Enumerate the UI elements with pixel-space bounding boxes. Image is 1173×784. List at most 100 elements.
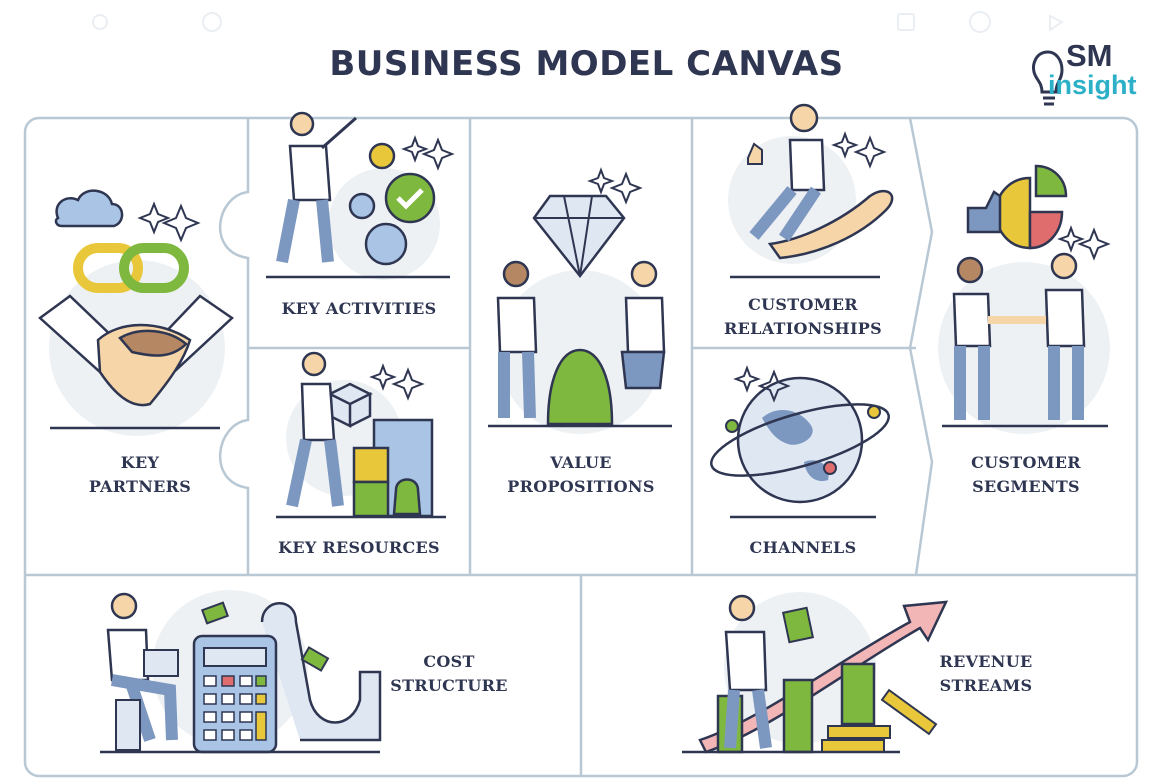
customer-segments-label-line1: CUSTOMER (971, 453, 1081, 472)
carrier-shirt (300, 382, 336, 442)
stool (115, 699, 141, 751)
key-resources-label: KEY RESOURCES (278, 538, 440, 557)
key-partners-label-line2: PARTNERS (88, 477, 192, 496)
customer-head (789, 103, 819, 133)
client-left-shirt (952, 292, 992, 348)
cost-structure-label: COST STRUCTURE (384, 650, 514, 698)
video-overlay-icons (92, 11, 1064, 33)
person-left-head (502, 260, 530, 288)
stack-green (352, 480, 390, 518)
sparkle-icon-2 (161, 203, 201, 243)
revenue-streams-label-line1: REVENUE (939, 652, 1033, 671)
calculator-keys (203, 675, 267, 741)
logo-text-insight: insight (1048, 70, 1137, 100)
banknote-icon (200, 601, 230, 625)
cloud-icon (54, 189, 124, 228)
puzzle-edge (219, 118, 250, 575)
handshake-hand-dark (118, 329, 188, 357)
key-activities-label: KEY ACTIVITIES (281, 299, 437, 318)
sparkle-icon (137, 201, 171, 235)
channels-illustration (710, 365, 890, 519)
client-right-head (1050, 252, 1078, 280)
person-left-shirt (496, 296, 538, 354)
sparkle-icon-2 (853, 135, 887, 169)
channels-label: CHANNELS (749, 538, 857, 557)
earner-head (728, 594, 756, 622)
cost-structure-label-line2: STRUCTURE (390, 676, 508, 695)
money-bag-icon (392, 478, 422, 516)
cost-structure-illustration (100, 590, 382, 754)
canvas-grid (23, 116, 1139, 778)
sparkle-icon-2 (757, 369, 791, 403)
customer-relationships-label-line1: CUSTOMER (748, 295, 858, 314)
laptop-icon (143, 649, 179, 677)
thumbs-up-icon (966, 190, 1002, 234)
value-propositions-label-line2: PROPOSITIONS (507, 477, 655, 496)
customer-relationships-label: CUSTOMER RELATIONSHIPS (696, 293, 910, 341)
sparkle-icon-2 (391, 367, 425, 401)
person-right-shirt (624, 296, 666, 354)
lightbulb-icon (1032, 50, 1064, 106)
value-propositions-illustration (488, 167, 672, 434)
plant-icon (546, 348, 614, 426)
customer-relationships-illustration (728, 103, 894, 279)
customer-segments-illustration (938, 164, 1111, 434)
revenue-streams-label-line2: STREAMS (939, 676, 1033, 695)
receipt-icon (260, 602, 382, 742)
customer-shirt (788, 138, 826, 192)
chain-link-yellow (73, 243, 143, 293)
sparkle-icon-2 (1077, 227, 1111, 261)
gear-green-icon (384, 172, 436, 224)
key-resources-illustration (276, 351, 446, 519)
gear-blue-small-icon (348, 192, 376, 220)
accountant-shirt (106, 628, 150, 682)
key-partners-label: KEY PARTNERS (40, 451, 240, 499)
sparkle-icon (587, 167, 615, 195)
sm-insight-logo: SM insight (1030, 38, 1140, 112)
worker-head (289, 111, 315, 137)
accountant-head (110, 592, 138, 620)
thumbs-up-icon (747, 142, 763, 165)
sparkle-icon (369, 363, 397, 391)
coin-stack-icon (821, 688, 938, 753)
revenue-bar-2 (782, 678, 814, 754)
orbit-dot-green (725, 419, 739, 433)
gear-small-yellow-icon (368, 142, 396, 170)
worker-legs (276, 198, 334, 264)
carrier-legs (286, 438, 344, 508)
earner-legs (724, 689, 772, 749)
customer-segments-label: CUSTOMER SEGMENTS (926, 451, 1126, 499)
sparkle-icon (831, 131, 859, 159)
customer-legs (749, 186, 821, 242)
carrier-head (301, 351, 327, 377)
client-left-head (956, 256, 984, 284)
customer-segments-label-line2: SEGMENTS (972, 477, 1080, 496)
sparkle-icon (1057, 225, 1085, 253)
person-right-head (630, 260, 658, 288)
banknote-icon-2 (300, 646, 330, 672)
pie-slice-green (1034, 164, 1068, 198)
revenue-bar-3 (840, 662, 876, 726)
person-left-legs (498, 351, 536, 419)
worker-shirt (288, 144, 332, 202)
sparkle-icon-2 (609, 171, 643, 205)
pie-slice-red (1028, 210, 1064, 250)
sparkle-icon-2 (421, 137, 455, 171)
orbit-dot-yellow (867, 405, 881, 419)
client-right-shirt (1044, 288, 1086, 348)
overlay-icon-2 (202, 12, 222, 32)
worker-arm (321, 116, 357, 150)
customer-relationships-label-line2: RELATIONSHIPS (724, 319, 882, 338)
stack-yellow (352, 446, 390, 484)
client-left-legs (954, 346, 990, 420)
revenue-streams-label: REVENUE STREAMS (926, 650, 1046, 698)
key-partners-illustration (38, 189, 234, 436)
orbit-dot-red (823, 461, 837, 475)
overlay-icon-5 (1049, 14, 1064, 32)
page-title: BUSINESS MODEL CANVAS (329, 44, 844, 84)
sparkle-icon (733, 365, 761, 393)
diamond-facets (534, 195, 624, 277)
value-propositions-label-line1: VALUE (550, 453, 612, 472)
cash-icon (781, 606, 815, 644)
